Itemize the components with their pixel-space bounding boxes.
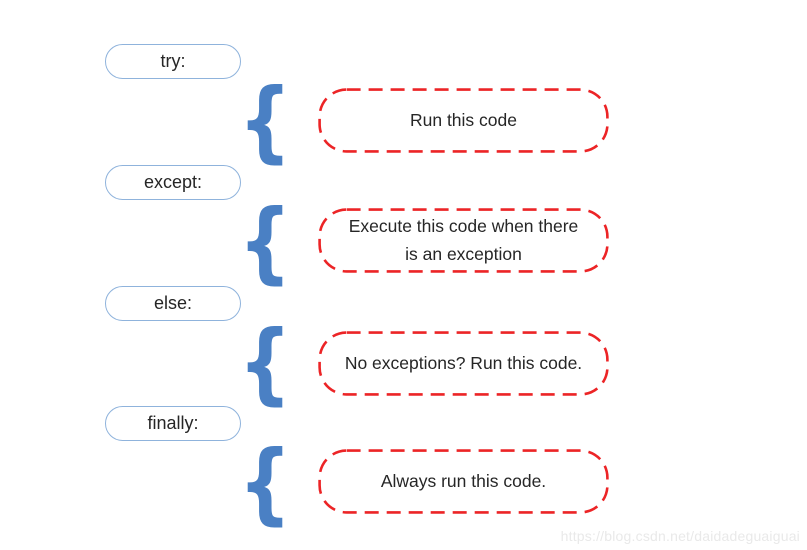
left-brace-icon: { [238, 190, 292, 293]
keyword-label: finally: [147, 413, 199, 433]
dashed-border [318, 208, 609, 273]
keyword-pill-else: else: [105, 286, 241, 321]
keyword-label: try: [160, 51, 186, 71]
dashed-border [318, 449, 609, 514]
code-box-except: Execute this code when there is an excep… [318, 208, 609, 273]
code-box-try: Run this code [318, 88, 609, 153]
keyword-pill-try: try: [105, 44, 241, 79]
dashed-border [318, 88, 609, 153]
left-brace-icon: { [238, 311, 292, 414]
code-box-else: No exceptions? Run this code. [318, 331, 609, 396]
keyword-label: except: [143, 172, 203, 192]
code-box-text: Execute this code when there is an excep… [348, 216, 579, 264]
keyword-pill-finally: finally: [105, 406, 241, 441]
dashed-border [318, 331, 609, 396]
keyword-pill-except: except: [105, 165, 241, 200]
code-box-text: Run this code [409, 109, 517, 130]
watermark-text: https://blog.csdn.net/daidadeguaiguai [560, 528, 800, 544]
code-box-finally: Always run this code. [318, 449, 609, 514]
code-box-text: Always run this code. [380, 470, 547, 491]
code-box-text: No exceptions? Run this code. [344, 352, 583, 373]
keyword-label: else: [153, 293, 193, 313]
left-brace-icon: { [238, 431, 292, 534]
left-brace-icon: { [238, 69, 292, 172]
